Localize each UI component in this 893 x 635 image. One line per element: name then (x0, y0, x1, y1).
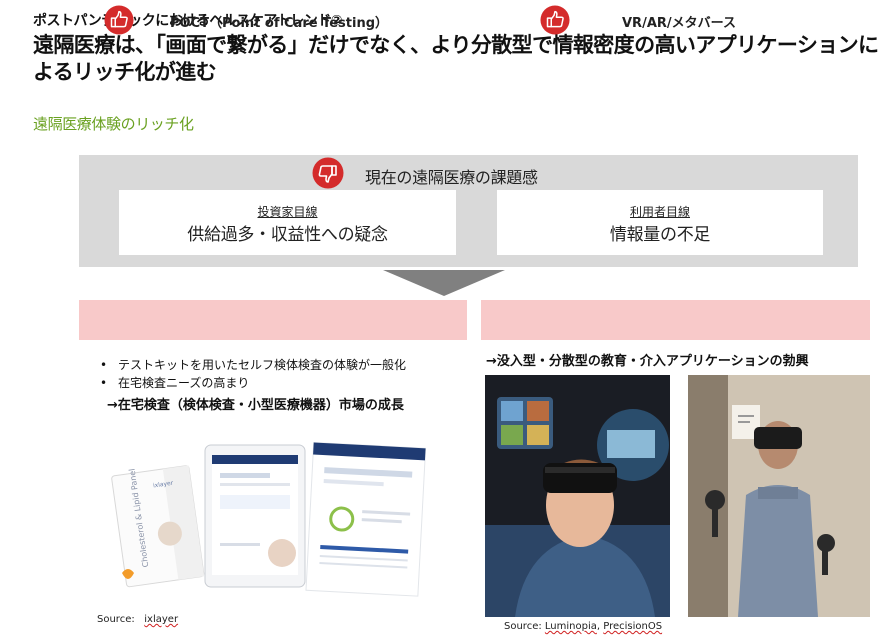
poct-header-bar (79, 300, 467, 340)
user-view-text: 情報量の不足 (609, 225, 711, 245)
down-arrow-shape (383, 270, 505, 296)
source-label: Source: (504, 621, 542, 632)
clinician-vr-photo (688, 375, 870, 617)
investor-view-box: 投資家目線 供給過多・収益性への疑念 (119, 190, 456, 255)
thumbs-up-icon (540, 5, 570, 35)
thumbs-up-icon (104, 5, 134, 35)
user-view-box: 利用者目線 情報量の不足 (497, 190, 823, 255)
source-name-precisionos: PrecisionOS (603, 621, 663, 632)
section-title: 遠隔医療体験のリッチ化 (33, 115, 194, 133)
poct-bullet-list: •テストキットを用いたセルフ検体検査の体験が一般化 •在宅検査ニーズの高まり (100, 356, 406, 392)
list-item: •テストキットを用いたセルフ検体検査の体験が一般化 (100, 358, 407, 372)
poct-title: POCT（Point of Care Testing） (170, 16, 389, 31)
poct-product-image: ixlayer Cholesterol & Lipid Panel (111, 441, 427, 597)
poct-source: Source: ixlayer (97, 614, 178, 625)
source-name-luminopia: Luminopia (544, 621, 597, 632)
child-vr-photo (485, 375, 670, 617)
source-name: ixlayer (144, 614, 179, 625)
poct-conclusion: →在宅検査（検体検査・小型医療機器）市場の成長 (107, 398, 404, 413)
vr-title: VR/AR/メタバース (622, 16, 736, 31)
vr-conclusion: →没入型・分散型の教育・介入アプリケーションの勃興 (486, 354, 809, 369)
issues-title: 現在の遠隔医療の課題感 (365, 168, 538, 187)
kit-logo-text: ixlayer (153, 480, 175, 490)
vr-header-bar (481, 300, 870, 340)
list-item: •在宅検査ニーズの高まり (100, 376, 250, 390)
source-label: Source: (97, 614, 135, 625)
investor-view-label: 投資家目線 (257, 205, 318, 219)
vr-source: Source: Luminopia, PrecisionOS (504, 621, 663, 632)
user-view-label: 利用者目線 (629, 205, 690, 219)
slide-headline: 遠隔医療は、「画面で繋がる」だけでなく、より分散型で情報密度の高いアプリケーショ… (33, 33, 879, 84)
bullet-text: 在宅検査ニーズの高まり (118, 376, 250, 390)
thumbs-down-icon (312, 157, 344, 189)
bullet-text: テストキットを用いたセルフ検体検査の体験が一般化 (118, 358, 407, 372)
investor-view-text: 供給過多・収益性への疑念 (187, 225, 388, 245)
